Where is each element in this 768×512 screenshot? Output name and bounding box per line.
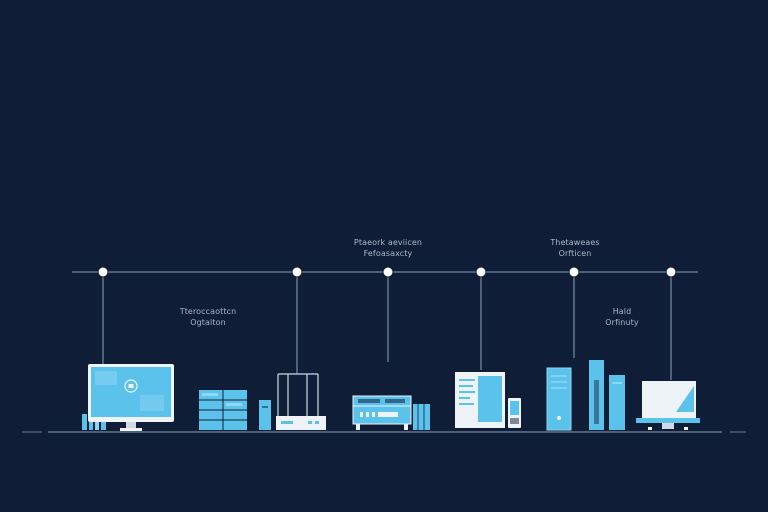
label-remote-b: Ptaeork aeviicen Fefoasaxcty [346,237,430,259]
label-remote-b-line2: Fefoasaxcty [363,249,413,258]
node-6 [665,266,677,278]
label-remote-d-line1: Hald [612,307,632,316]
node-5 [568,266,580,278]
label-remote-c-line1: Thetaweaes [550,238,600,247]
label-remote-d: Hald Orfinuty [594,306,650,328]
node-4 [475,266,487,278]
label-remote-a-line2: Ogtalton [190,318,226,327]
label-remote-c-line2: Orfticen [558,249,592,258]
document-server-icon [455,372,521,428]
node-1 [97,266,109,278]
label-remote-d-line2: Orfinuty [605,318,639,327]
router-icon [276,373,326,430]
laptop-icon [636,381,700,430]
server-tower-icon [546,360,625,431]
label-remote-a-line1: Tteroccaottcn [179,307,237,316]
label-remote-a: Tteroccaottcn Ogtalton [168,306,248,328]
node-3 [382,266,394,278]
server-rack-icon [199,390,271,430]
network-switch-icon [352,395,430,430]
desktop-monitor-icon [82,364,174,431]
label-remote-b-line1: Ptaeork aeviicen [353,238,423,247]
label-remote-c: Thetaweaes Orfticen [540,237,610,259]
node-2 [291,266,303,278]
